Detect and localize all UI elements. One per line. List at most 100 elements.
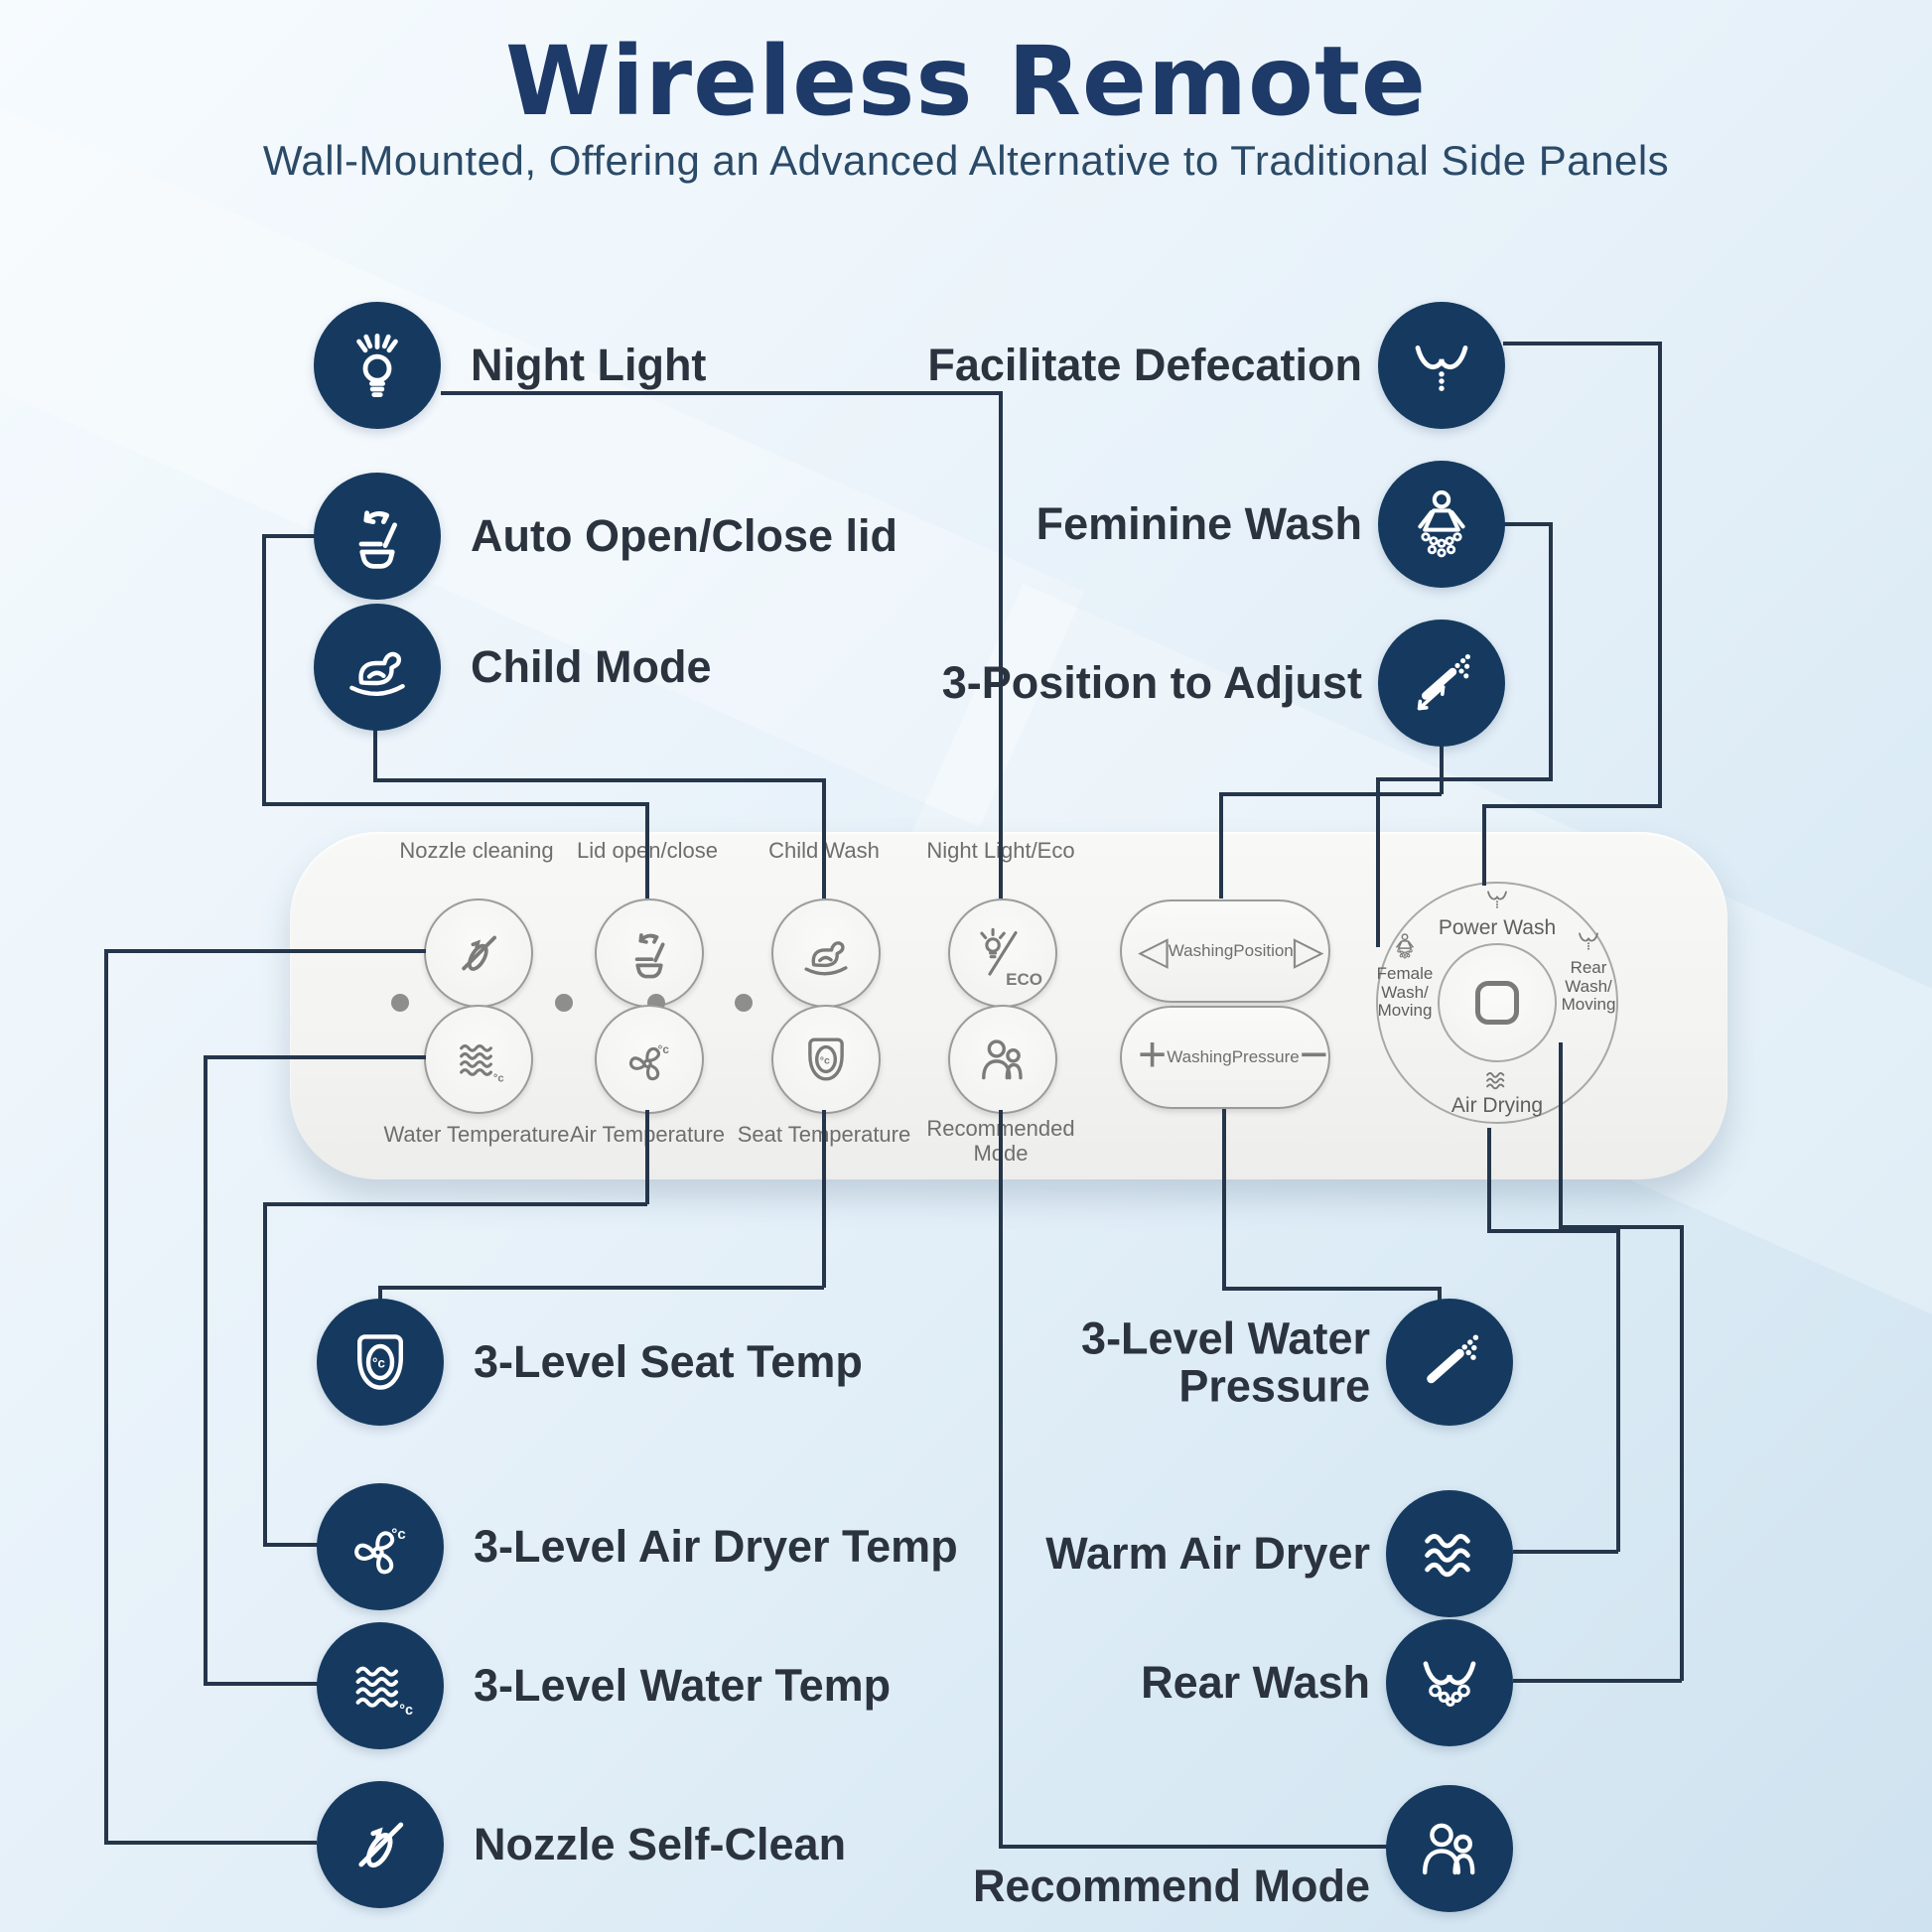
dial-label-air-drying: Air Drying (1450, 1094, 1544, 1117)
feature-label: Recommend Mode (972, 1861, 1370, 1912)
rear-wash-moving-icon (1574, 925, 1603, 955)
connector-line (645, 1110, 649, 1204)
indicator-dot (391, 994, 409, 1012)
remote-label-air-temperature: Air Temperature (569, 1122, 726, 1147)
dial-label-rear-wash: Rear Wash/ Moving (1561, 958, 1616, 1015)
connector-line (1503, 522, 1553, 526)
position-adjust-icon (1402, 643, 1481, 723)
triangle-right-icon: ▷ (1293, 929, 1324, 973)
connector-line (1376, 777, 1553, 781)
connector-line (104, 949, 108, 1843)
feature-label: 3-Level Water Temp (474, 1660, 892, 1712)
stop-button (1475, 981, 1519, 1025)
connector-line (204, 1055, 207, 1684)
washing-pressure-label: WashingPressure (1167, 1047, 1300, 1066)
remote-button-air-temperature (595, 1005, 704, 1114)
auto-lid-icon (338, 496, 417, 576)
dial-label-power-wash: Power Wash (1438, 916, 1557, 939)
feature-label: Nozzle Self-Clean (474, 1819, 847, 1870)
facilitate-defecation-feature (1378, 302, 1505, 429)
rocking-horse-icon (795, 922, 857, 984)
connector-line (378, 1286, 382, 1301)
connector-line (1222, 1109, 1226, 1289)
connector-line (1503, 342, 1662, 345)
connector-line (1219, 792, 1442, 796)
feature-label: Child Mode (471, 641, 712, 693)
minus-icon: − (1299, 1027, 1328, 1082)
page-title: Wireless Remote (505, 26, 1427, 137)
night-light-icon (338, 326, 417, 405)
nozzle-self-clean-feature (317, 1781, 444, 1908)
water-temp-feature (317, 1622, 444, 1749)
feature-label: Auto Open/Close lid (471, 510, 898, 562)
facilitate-defecation-icon (1402, 326, 1481, 405)
eco-text: ECO (1006, 970, 1042, 989)
connector-line (373, 778, 824, 782)
night-light-feature (314, 302, 441, 429)
connector-line (204, 1682, 319, 1686)
two-people-icon (972, 1029, 1034, 1090)
auto-lid-feature (314, 473, 441, 600)
recommend-mode-feature (1386, 1785, 1513, 1912)
connector-line (822, 1110, 826, 1288)
connector-line (441, 391, 1003, 395)
washing-pressure-button: + WashingPressure − (1120, 1006, 1330, 1109)
water-pressure-feature (1386, 1299, 1513, 1426)
position-adjust-feature (1378, 620, 1505, 747)
remote-label-lid-open-close: Lid open/close (577, 838, 718, 863)
connector-line (104, 949, 426, 953)
remote-button-night-light-eco: ECO (948, 898, 1057, 1008)
remote-button-nozzle-cleaning (424, 898, 533, 1008)
dial-label-female-wash: Female Wash/ Moving (1376, 964, 1434, 1021)
indicator-dot (555, 994, 573, 1012)
connector-line (1440, 745, 1444, 794)
page-subtitle: Wall-Mounted, Offering an Advanced Alter… (262, 137, 1670, 184)
washing-position-label: WashingPosition (1168, 941, 1294, 960)
water-pressure-icon (1410, 1322, 1489, 1402)
nozzle-self-clean-icon (341, 1805, 420, 1884)
connector-line (1616, 1229, 1620, 1552)
connector-line (1482, 804, 1486, 886)
seat-temp-icon (341, 1322, 420, 1402)
connector-line (262, 802, 647, 806)
connector-line (1482, 804, 1662, 808)
feature-label: Feminine Wash (1035, 498, 1362, 550)
feature-label: 3-Level Air Dryer Temp (474, 1521, 958, 1573)
connector-line (1438, 1287, 1442, 1303)
feature-label: Warm Air Dryer (1045, 1528, 1370, 1580)
connector-line (1513, 1679, 1682, 1683)
remote-label-water-temperature: Water Temperature (383, 1122, 570, 1147)
connector-line (264, 534, 316, 538)
seat-temperature-icon (795, 1029, 857, 1090)
remote-button-seat-temperature (771, 1005, 881, 1114)
seat-temp-feature (317, 1299, 444, 1426)
connector-line (263, 1202, 267, 1545)
connector-line (1487, 1229, 1618, 1233)
feature-label: Facilitate Defecation (927, 340, 1362, 391)
connector-line (1680, 1225, 1684, 1681)
dial-center (1438, 943, 1557, 1062)
connector-line (1559, 1042, 1563, 1227)
power-wash-icon (1482, 884, 1512, 913)
remote-button-child-wash (771, 898, 881, 1008)
female-wash-icon (1390, 931, 1420, 961)
connector-line (999, 391, 1003, 898)
water-temperature-icon (448, 1029, 509, 1090)
water-temp-icon (341, 1646, 420, 1725)
recommend-mode-icon (1410, 1809, 1489, 1888)
fan-icon (619, 1029, 680, 1090)
connector-line (1487, 1128, 1491, 1231)
child-mode-feature (314, 604, 441, 731)
remote-label-child-wash: Child Wash (768, 838, 880, 863)
lid-open-close-icon (619, 922, 680, 984)
rear-wash-icon (1410, 1643, 1489, 1723)
connector-line (1376, 777, 1380, 947)
connector-line (204, 1055, 426, 1059)
warm-air-dryer-feature (1386, 1490, 1513, 1617)
feature-label: 3-Position to Adjust (941, 657, 1362, 709)
remote-label-nozzle-cleaning: Nozzle cleaning (399, 838, 554, 863)
connector-line (1559, 1225, 1682, 1229)
warm-air-dryer-icon (1410, 1514, 1489, 1593)
feature-label: 3-Level Seat Temp (474, 1336, 863, 1388)
